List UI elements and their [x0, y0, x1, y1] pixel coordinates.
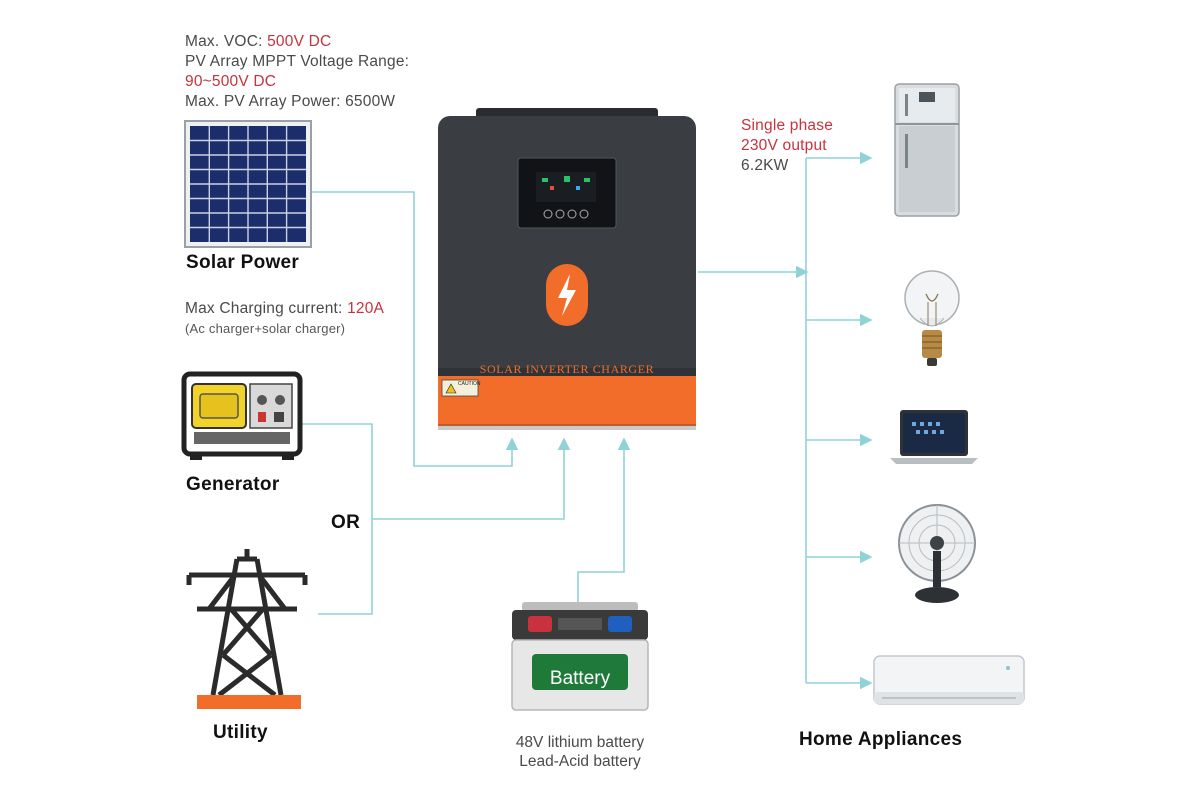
inverter-unit: CAUTION SOLAR INVERTER CHARGER: [436, 104, 698, 434]
charging-label: Max Charging current:: [185, 300, 343, 317]
mppt-label: PV Array MPPT Voltage Range:: [185, 53, 410, 70]
refrigerator-icon: [894, 83, 960, 217]
light-bulb-icon: [904, 270, 960, 366]
ac-input-wire: [372, 437, 571, 520]
generator-label: Generator: [186, 474, 280, 495]
generator-icon: [181, 371, 303, 460]
battery-line2: Lead-Acid battery: [519, 753, 641, 770]
solar-wire: [312, 191, 519, 467]
output-line3: 6.2KW: [741, 157, 789, 174]
charging-note: (Ac charger+solar charger): [185, 321, 346, 336]
pv-power-line: Max. PV Array Power: 6500W: [185, 93, 396, 110]
utility-tower-icon: [186, 549, 308, 709]
charging-value: 120A: [347, 300, 385, 317]
fan-icon: [898, 504, 976, 603]
laptop-icon: [890, 410, 978, 464]
output-line2: 230V output: [741, 137, 827, 154]
voc-value: 500V DC: [267, 33, 332, 50]
home-appliances-label: Home Appliances: [799, 729, 963, 750]
inverter-name: SOLAR INVERTER CHARGER: [479, 362, 655, 376]
solar-power-label: Solar Power: [186, 252, 300, 273]
voc-label: Max. VOC:: [185, 33, 263, 50]
solar-panel-icon: [184, 120, 312, 248]
caution-label: CAUTION: [458, 381, 481, 387]
battery-wire: [577, 437, 631, 612]
pv-specs: Max. VOC: 500V DC PV Array MPPT Voltage …: [185, 32, 409, 112]
mppt-value: 90~500V DC: [185, 73, 277, 90]
output-line1: Single phase: [741, 117, 834, 134]
inverter-body: [438, 108, 696, 430]
battery-icon: [511, 602, 649, 711]
utility-label: Utility: [213, 722, 268, 743]
or-label: OR: [331, 512, 361, 533]
charging-spec: Max Charging current: 120A (Ac charger+s…: [185, 299, 384, 339]
output-spec: Single phase 230V output 6.2KW: [741, 116, 833, 176]
battery-line1: 48V lithium battery: [515, 734, 645, 751]
battery-label: Battery: [549, 668, 611, 689]
battery-types: 48V lithium battery Lead-Acid battery: [480, 733, 680, 771]
air-conditioner-icon: [873, 655, 1025, 705]
